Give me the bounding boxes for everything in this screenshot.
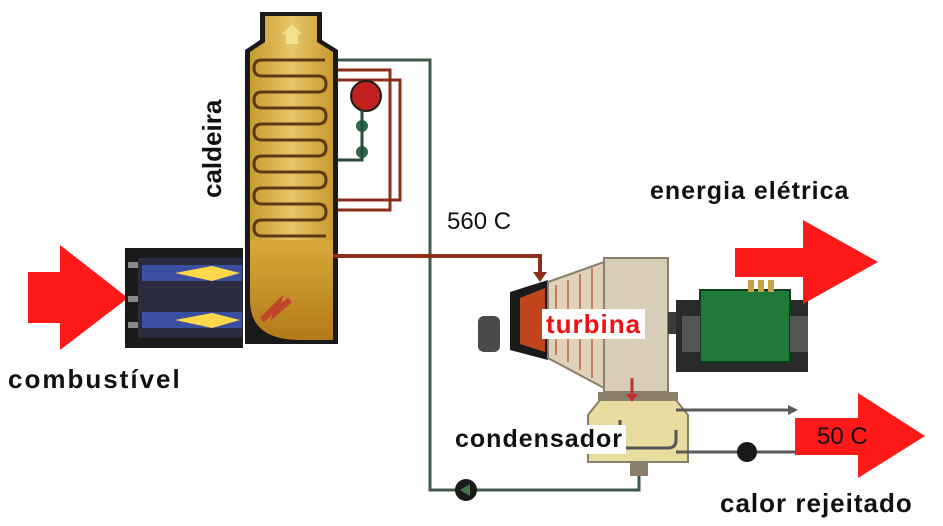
heat-rejection-arrow-icon [795, 393, 925, 478]
turbine [478, 257, 698, 393]
pump-icon [737, 442, 757, 462]
burner [125, 248, 243, 348]
feedwater-pipe [428, 470, 641, 492]
valve-icon [350, 80, 382, 112]
turbine-label: turbina [542, 309, 646, 339]
condenser-label: condensador [452, 425, 626, 454]
fuel-arrow-icon [28, 245, 128, 350]
boiler-coil [252, 58, 328, 238]
electric-output-arrow-icon [735, 220, 878, 304]
flame-icon [175, 313, 240, 328]
steam-pipe [333, 254, 542, 275]
boiler-label: caldeira [197, 99, 227, 198]
flame-icon [175, 266, 240, 281]
fuel-label: combustível [8, 364, 182, 394]
boiler [245, 12, 338, 344]
generator [676, 280, 808, 372]
steam-temperature-label: 560 C [447, 208, 512, 235]
reject-temperature-label: 50 C [817, 423, 868, 450]
electric-energy-label: energia elétrica [650, 177, 850, 205]
heat-rejected-label: calor rejeitado [720, 488, 913, 518]
